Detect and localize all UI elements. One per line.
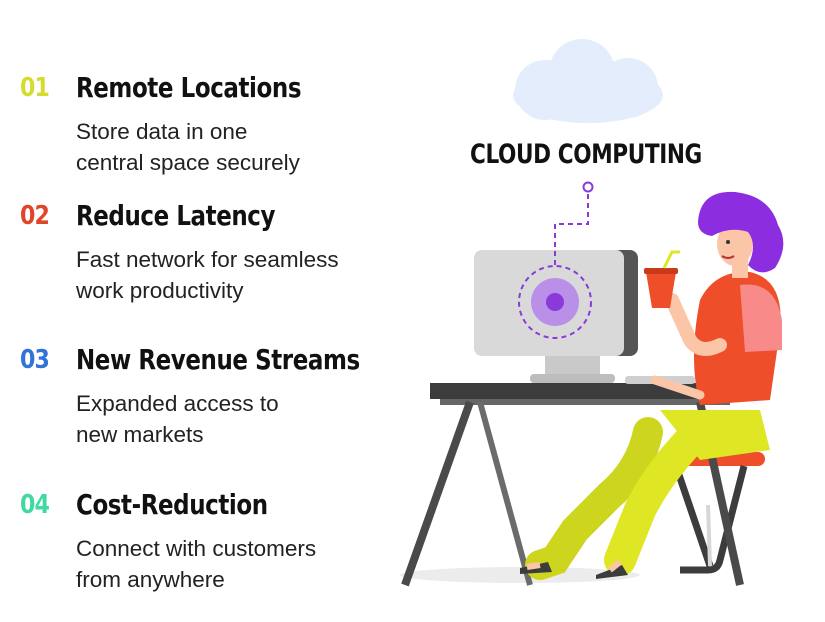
woman-figure	[520, 191, 784, 580]
feature-desc-4-line-2: from anywhere	[76, 567, 225, 592]
target-icon	[518, 265, 592, 339]
feature-desc-1-line-1: Store data in one	[76, 119, 248, 144]
feature-desc-3-line-1: Expanded access to	[76, 391, 279, 416]
feature-desc-3-line-2: new markets	[76, 422, 204, 447]
floor-shadow	[400, 567, 640, 583]
feature-title-2: Reduce Latency	[76, 199, 276, 232]
cloud-computing-label: CLOUD COMPUTING	[470, 139, 702, 170]
feature-desc-4: Connect with customers from anywhere	[76, 533, 396, 595]
feature-desc-1-line-2: central space securely	[76, 150, 300, 175]
feature-number-3: 03	[20, 345, 50, 375]
feature-title-3: New Revenue Streams	[76, 343, 360, 376]
feature-desc-2-line-2: work productivity	[76, 278, 244, 303]
feature-desc-4-line-1: Connect with customers	[76, 536, 317, 561]
feature-desc-2: Fast network for seamless work productiv…	[76, 244, 396, 306]
cloud-icon	[513, 39, 663, 123]
feature-desc-3: Expanded access to new markets	[76, 388, 396, 450]
feature-number-1: 01	[20, 73, 50, 103]
feature-title-1: Remote Locations	[76, 71, 302, 104]
feature-title-4: Cost-Reduction	[76, 488, 268, 521]
feature-desc-2-line-1: Fast network for seamless	[76, 247, 339, 272]
connector-line	[554, 192, 589, 265]
feature-desc-1: Store data in one central space securely	[76, 116, 396, 178]
monitor	[474, 250, 638, 383]
feature-number-4: 04	[20, 490, 50, 520]
feature-number-2: 02	[20, 201, 50, 231]
